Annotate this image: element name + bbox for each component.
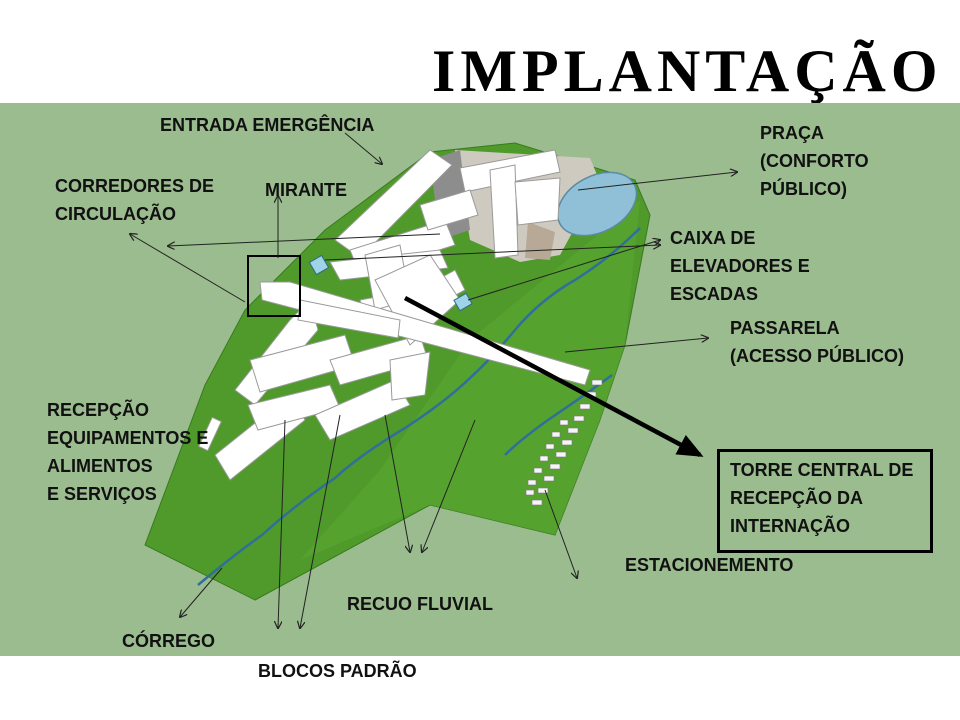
label-torre-line1: TORRE CENTRAL DE bbox=[730, 460, 914, 480]
torre-central-callout-box bbox=[717, 449, 933, 553]
label-recepcao-line3: ALIMENTOS bbox=[47, 456, 153, 476]
label-entrada-emergencia: ENTRADA EMERGÊNCIA bbox=[160, 115, 375, 135]
passarela-walkway bbox=[259, 281, 591, 386]
label-caixa-line1: CAIXA DE bbox=[670, 228, 756, 248]
label-passarela-line1: PASSARELA bbox=[730, 318, 840, 338]
label-recuo-fluvial: RECUO FLUVIAL bbox=[347, 594, 493, 614]
arrow-caixa-2 bbox=[467, 240, 660, 301]
arrow-blocos-1 bbox=[278, 419, 286, 628]
label-recepcao-line1: RECEPÇÃO bbox=[47, 400, 150, 420]
label-blocos-padrao: BLOCOS PADRÃO bbox=[258, 661, 417, 681]
arrow-entrada bbox=[344, 132, 382, 164]
label-corrego: CÓRREGO bbox=[122, 631, 216, 651]
label-mirante: MIRANTE bbox=[265, 180, 347, 200]
arrow-blocos-2 bbox=[300, 414, 341, 628]
arrow-torre-central bbox=[403, 296, 704, 457]
stream bbox=[197, 227, 641, 586]
label-corredores-line1: CORREDORES DE bbox=[55, 176, 215, 196]
label-recepcao-line4: E SERVIÇOS bbox=[47, 484, 157, 504]
label-praca-line3: PÚBLICO) bbox=[760, 179, 847, 199]
parking-area bbox=[525, 379, 603, 506]
arrow-corredores-1 bbox=[130, 234, 246, 303]
label-torre-line2: RECEPÇÃO DA bbox=[730, 488, 864, 508]
annotation-arrows bbox=[130, 132, 737, 628]
label-caixa-line3: ESCADAS bbox=[670, 284, 759, 304]
label-caixa-line2: ELEVADORES E bbox=[670, 256, 810, 276]
mirante-highlight bbox=[247, 255, 301, 317]
arrow-corrego bbox=[180, 567, 223, 617]
label-recepcao-line2: EQUIPAMENTOS E bbox=[47, 428, 209, 448]
building-blocks bbox=[198, 149, 591, 481]
elevator-cores bbox=[308, 254, 473, 312]
arrow-caixa-1 bbox=[324, 245, 660, 261]
label-corredores-line2: CIRCULAÇÃO bbox=[55, 204, 176, 224]
label-passarela-line2: (ACESSO PÚBLICO) bbox=[730, 346, 905, 366]
arrow-estacionamento bbox=[544, 489, 577, 578]
arrow-recuo-1 bbox=[384, 414, 410, 552]
arrow-recuo-2 bbox=[422, 419, 476, 552]
arrow-praca bbox=[577, 172, 737, 191]
label-torre-line3: INTERNAÇÃO bbox=[730, 516, 850, 536]
arrow-passarela bbox=[564, 338, 708, 353]
arrow-corredores-2 bbox=[168, 233, 441, 246]
page-title: IMPLANTAÇÃO bbox=[432, 38, 943, 104]
label-estacionamento: ESTACIONEMENTO bbox=[625, 555, 794, 575]
label-praca-line1: PRAÇA bbox=[760, 123, 825, 143]
label-praca-line2: (CONFORTO bbox=[760, 151, 869, 171]
